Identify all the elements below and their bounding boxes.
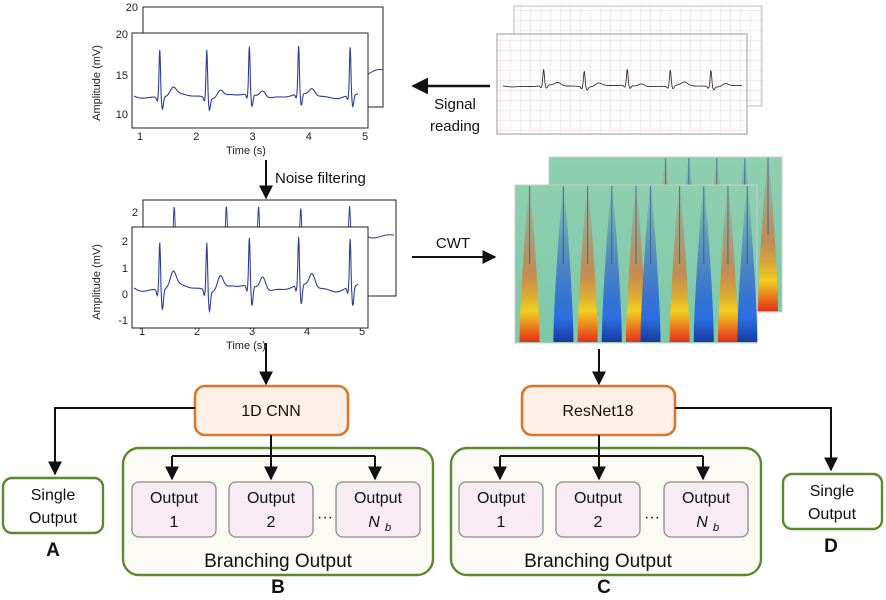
raw-xtick: 4 [306,131,312,143]
filtered-ytick: 2 [122,236,128,248]
resnet-output-1-box [458,481,544,538]
panel-letter-c: C [597,577,611,595]
resnet-model-label: ResNet18 [562,403,633,420]
signal-reading-label-line2: reading [430,118,480,135]
panel-letter-d: D [824,536,838,557]
single-output-a-line1: Single [31,487,76,504]
cnn-output-n-box [335,481,421,538]
raw-ylabel: Amplitude (mV) [91,45,103,121]
filtered-x-ticks: 1 2 3 4 5 [139,326,365,338]
raw-ytick: 15 [116,70,128,82]
filtered-ytick: 0 [122,289,128,301]
resnet-output-n-word: Output [682,490,731,507]
raw-ecg-trace [133,45,359,112]
filtered-ytick: -1 [118,315,128,327]
filtered-xlabel: Time (s) [226,340,266,352]
raw-back-ytick: 20 [126,2,138,14]
resnet-output-2-word: Output [574,490,623,507]
cnn-output-1-box [131,481,217,538]
cnn-output-n-subscript: b [385,522,391,534]
resnet-single-output-arrow [675,407,838,472]
paper-ecg-trace [502,68,743,91]
cnn-model-label: 1D CNN [241,403,301,420]
cnn-single-output-arrow [48,407,195,476]
signal-reading-label-line1: Signal [434,96,476,113]
cnn-output-2-word: Output [247,490,296,507]
resnet-output-1-word: Output [477,490,526,507]
resnet-output-ellipsis: ··· [644,509,660,526]
filtered-xtick: 3 [249,326,255,338]
filtered-back-ytick: 2 [132,207,138,219]
filtered-xtick: 4 [304,326,310,338]
noise-filtering-label: Noise filtering [275,170,366,187]
raw-ecg-plot: 20 1 2 3 4 5 10 15 20 Amplitude (mV) Tim… [91,2,384,157]
raw-xtick: 2 [193,131,199,143]
filtered-xtick: 5 [359,326,365,338]
panel-letter-b: B [271,577,285,595]
single-output-box-a [1,476,105,535]
cwt-scalograms [514,156,783,344]
filtered-ecg-trace [133,236,359,314]
raw-back-trace [367,69,384,75]
paper-ecg-strips [496,5,763,135]
raw-xlabel: Time (s) [226,145,266,157]
resnet-output-n-box [663,481,749,538]
resnet-output-1-index: 1 [497,514,506,531]
cwt-label: CWT [436,235,470,252]
cnn-output-n-index: N [368,514,380,531]
branching-output-b-label: Branching Output [204,551,353,572]
raw-ytick: 20 [116,29,128,41]
cnn-output-2-box [228,481,314,538]
resnet-output-2-index: 2 [594,514,603,531]
raw-xtick: 5 [362,131,368,143]
filtered-ecg-plot: 2 1 2 3 4 5 -1 0 1 2 Amplitude (mV) Time… [91,199,397,352]
cnn-output-1-index: 1 [170,514,179,531]
filtered-xtick: 1 [139,326,145,338]
filtered-xtick: 2 [194,326,200,338]
single-output-a-line2: Output [29,510,78,527]
raw-x-ticks: 1 2 3 4 5 [137,131,368,143]
resnet-output-2-box [555,481,641,538]
raw-xtick: 3 [249,131,255,143]
resnet-output-n-index: N [696,514,708,531]
paper-strip-front-grid [497,34,747,134]
single-output-box-d [781,472,884,531]
cnn-output-ellipsis: ··· [317,509,333,526]
raw-ytick: 10 [116,109,128,121]
resnet-output-n-subscript: b [713,522,719,534]
single-output-d-line2: Output [808,506,857,523]
single-output-d-line1: Single [810,483,855,500]
cnn-output-1-word: Output [150,490,199,507]
filtered-ytick: 1 [122,263,128,275]
branching-output-c-label: Branching Output [524,551,673,572]
panel-letter-a: A [46,540,60,561]
raw-xtick: 1 [137,131,143,143]
cnn-output-n-word: Output [354,490,403,507]
filtered-ylabel: Amplitude (mV) [91,244,103,320]
cnn-output-2-index: 2 [267,514,276,531]
scalogram-front-features [519,186,758,342]
